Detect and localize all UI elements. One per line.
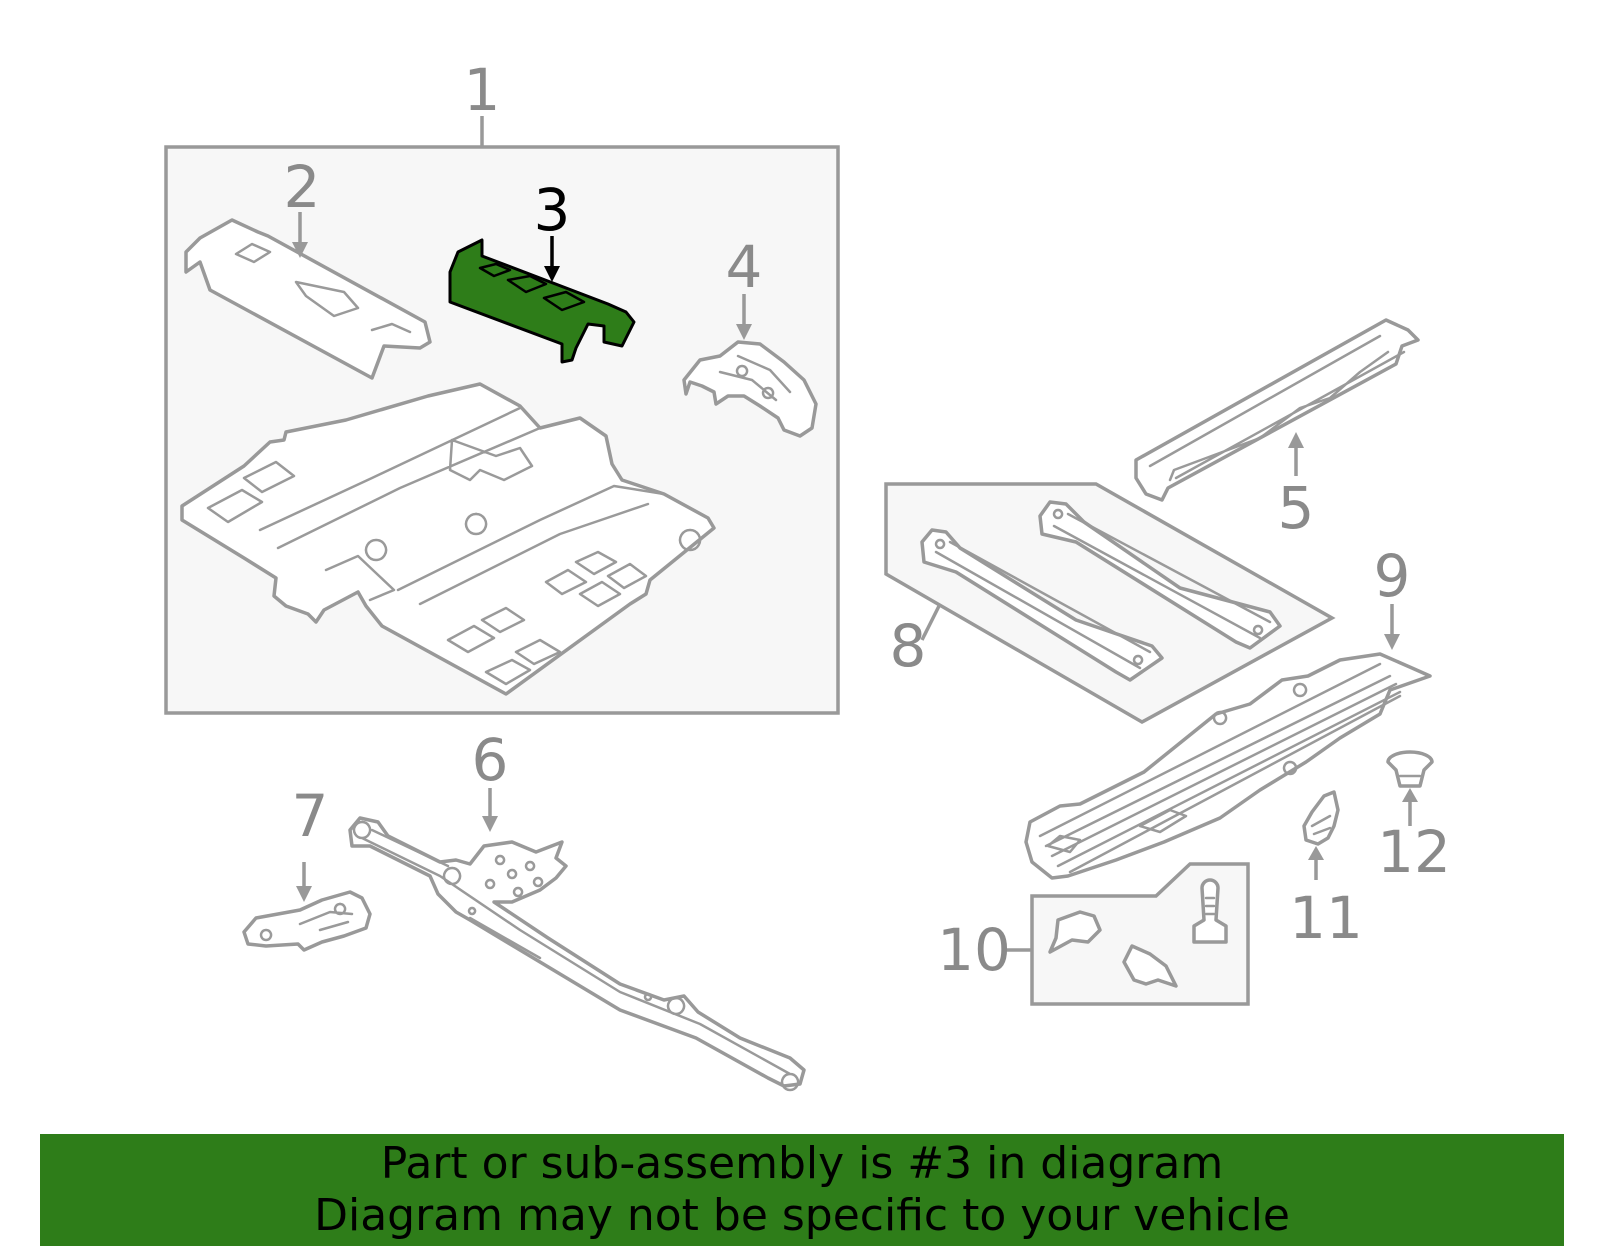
callout-12[interactable]: 12 [1377, 818, 1451, 886]
part-8-crossmember-a[interactable] [920, 528, 1164, 682]
callout-3[interactable]: 3 [534, 176, 571, 244]
callout-4[interactable]: 4 [726, 233, 763, 301]
info-banner: Part or sub-assembly is #3 in diagram Di… [40, 1134, 1564, 1246]
part-9[interactable] [1024, 652, 1432, 880]
part-8-crossmember-b[interactable] [1038, 500, 1282, 650]
floor-pan[interactable] [180, 382, 716, 696]
part-4[interactable] [682, 340, 818, 438]
part-7[interactable] [242, 890, 372, 952]
part-3-highlighted[interactable] [448, 238, 636, 364]
part-10-box [1030, 862, 1250, 1006]
part-2[interactable] [184, 218, 432, 380]
callout-6[interactable]: 6 [472, 726, 509, 794]
callout-11[interactable]: 11 [1289, 884, 1363, 952]
part-12-nut[interactable] [1386, 750, 1434, 788]
callout-1[interactable]: 1 [464, 56, 501, 124]
part-5[interactable] [1134, 318, 1420, 502]
part-10-fasteners[interactable] [1048, 878, 1228, 988]
callout-7[interactable]: 7 [292, 782, 329, 850]
banner-line-2: Diagram may not be specific to your vehi… [314, 1190, 1290, 1241]
part-6[interactable] [348, 816, 806, 1092]
part-11-clip[interactable] [1302, 790, 1340, 846]
callout-8[interactable]: 8 [890, 612, 927, 680]
callout-10[interactable]: 10 [937, 916, 1011, 984]
banner-line-1: Part or sub-assembly is #3 in diagram [380, 1138, 1224, 1189]
part-8-box [884, 482, 1336, 725]
callout-5[interactable]: 5 [1278, 474, 1315, 542]
callout-9[interactable]: 9 [1374, 542, 1411, 610]
callout-2[interactable]: 2 [284, 153, 321, 221]
